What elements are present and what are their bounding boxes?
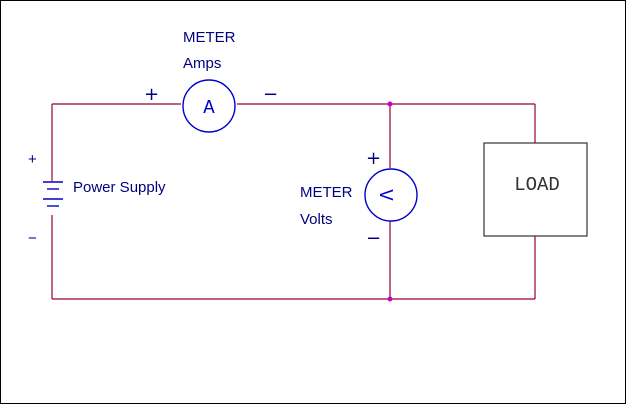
junction-top bbox=[387, 101, 393, 107]
wires bbox=[51, 103, 536, 300]
voltmeter-subtitle: Volts bbox=[300, 211, 333, 228]
power-supply-minus: − bbox=[28, 230, 37, 247]
ammeter-title: METER bbox=[183, 29, 236, 46]
ammeter-symbol: A bbox=[203, 97, 215, 119]
ammeter-subtitle: Amps bbox=[183, 55, 221, 72]
ammeter-minus: − bbox=[263, 84, 278, 105]
voltmeter-symbol: V bbox=[374, 189, 396, 201]
power-supply-plus: + bbox=[28, 151, 37, 168]
load-label: LOAD bbox=[514, 174, 560, 196]
power-supply-label: Power Supply bbox=[73, 179, 166, 196]
voltmeter-plus: + bbox=[366, 148, 381, 169]
ammeter-icon bbox=[182, 79, 236, 133]
ammeter-plus: + bbox=[144, 84, 159, 105]
load-box bbox=[483, 142, 588, 237]
junction-bottom bbox=[387, 296, 393, 302]
voltmeter-icon bbox=[364, 168, 418, 222]
voltmeter-title: METER bbox=[300, 184, 353, 201]
voltmeter-minus: − bbox=[366, 228, 381, 249]
battery-icon bbox=[43, 181, 63, 207]
